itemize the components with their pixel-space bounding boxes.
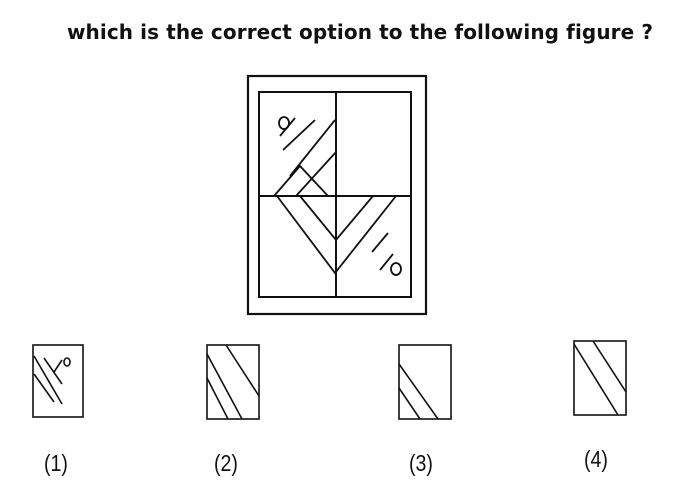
- option-4-label: (4): [584, 446, 608, 472]
- circle-slash-symbol-bottom: [371, 232, 402, 276]
- question-text: which is the correct option to the follo…: [66, 20, 654, 44]
- outer-frame: [246, 74, 428, 316]
- option-1-figure[interactable]: [32, 344, 84, 418]
- option-1-label: (1): [44, 450, 68, 476]
- option-2-label: (2): [214, 450, 238, 476]
- diagonal-stripes-top: [273, 119, 337, 197]
- option-2-figure[interactable]: [206, 344, 260, 420]
- option-3-label: (3): [409, 450, 433, 476]
- option-4-figure[interactable]: [573, 340, 627, 416]
- v-shape: [276, 195, 397, 275]
- circle-slash-symbol-top: [278, 116, 296, 137]
- option-3-figure[interactable]: [398, 344, 452, 420]
